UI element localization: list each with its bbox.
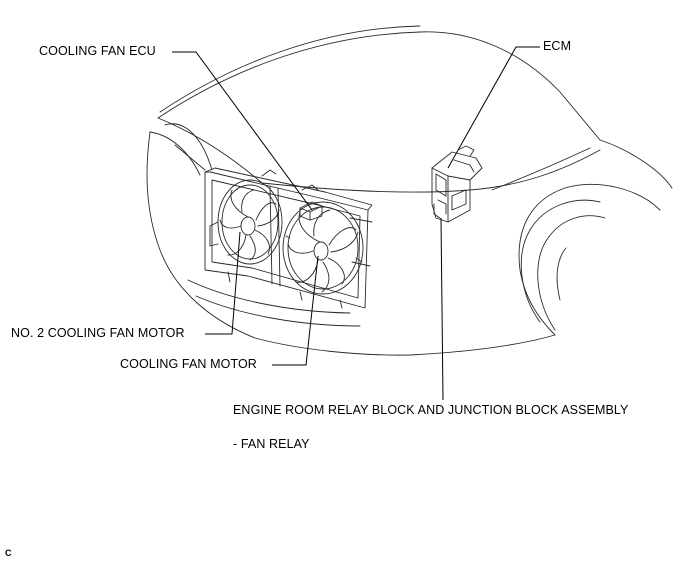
label-relay-block: ENGINE ROOM RELAY BLOCK AND JUNCTION BLO… <box>233 403 629 417</box>
figure-code: C <box>5 548 12 558</box>
leader-line-relay-block <box>440 217 444 401</box>
label-ecm: ECM <box>543 39 572 53</box>
ecm-relay-block-unit <box>431 145 483 223</box>
label-no2-cooling-fan-motor: NO. 2 COOLING FAN MOTOR <box>11 326 185 340</box>
cooling-fan-ecu-unit <box>299 201 323 221</box>
label-cooling-fan-motor: COOLING FAN MOTOR <box>120 357 257 371</box>
label-cooling-fan-ecu: COOLING FAN ECU <box>39 44 156 58</box>
cooling-fan <box>282 201 364 295</box>
leader-line-ecm <box>447 46 540 169</box>
radiator-fan-assembly <box>204 167 373 309</box>
vehicle-body-outline <box>146 25 673 356</box>
no2-cooling-fan <box>217 179 283 265</box>
leader-line-cooling-fan-motor <box>272 255 319 366</box>
leader-line-no2-fan-motor <box>205 231 241 335</box>
label-fan-relay: - FAN RELAY <box>233 437 310 451</box>
leader-line-cooling-fan-ecu <box>172 51 313 211</box>
